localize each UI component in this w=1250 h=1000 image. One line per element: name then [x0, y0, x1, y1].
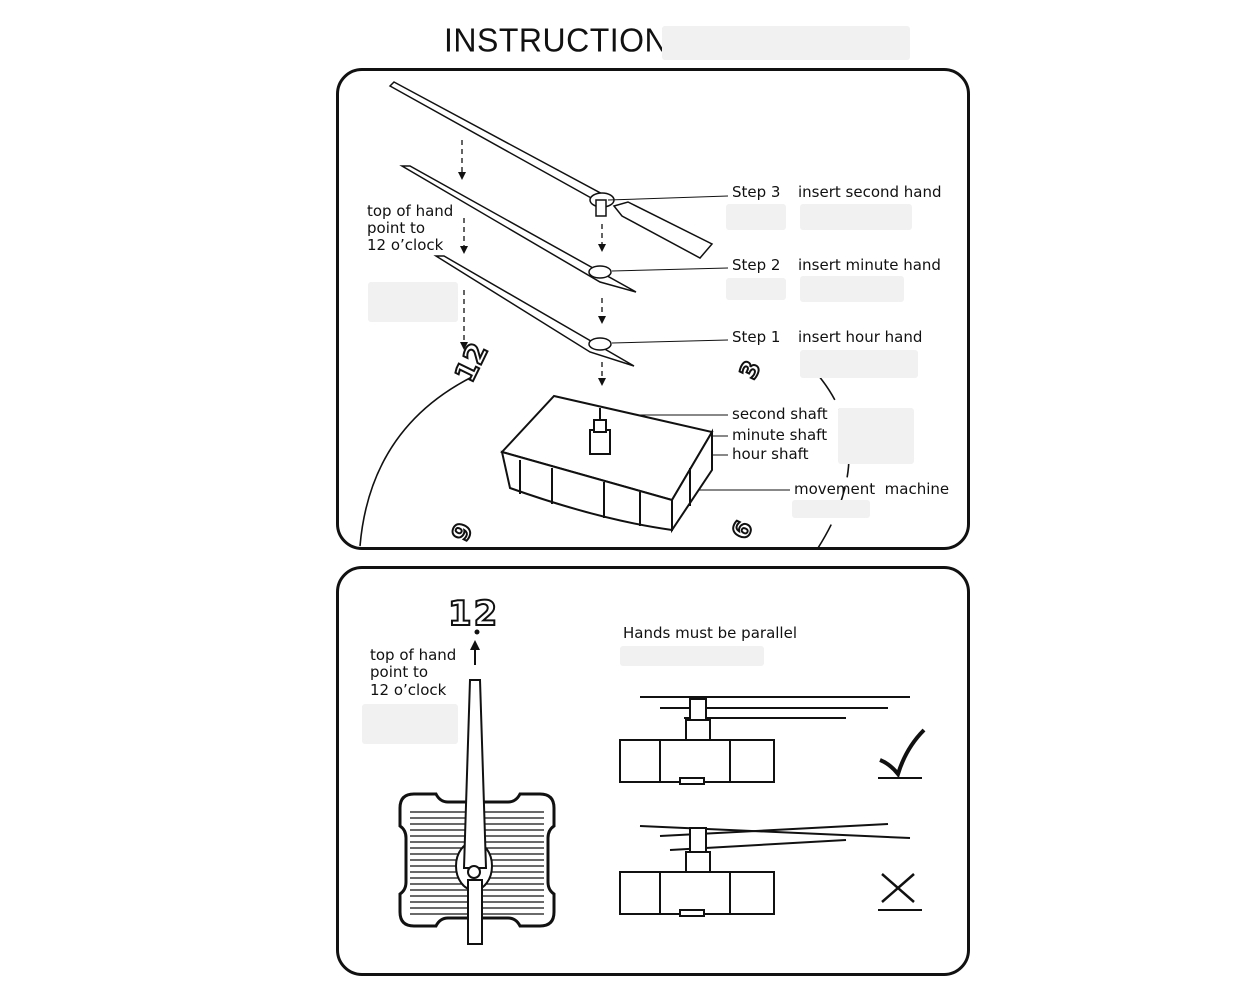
step1-action: insert hour hand: [798, 328, 923, 346]
blurred-text: [838, 408, 914, 464]
arrow-heads: [458, 172, 606, 386]
blurred-text: [800, 204, 912, 230]
x-mark-icon: [878, 873, 922, 911]
step3-label: Step 3: [732, 183, 781, 201]
parallel-label: Hands must be parallel: [623, 624, 797, 642]
hint-line-1: top of hand: [367, 202, 454, 220]
blurred-text: [800, 350, 918, 378]
blurred-text: [726, 204, 786, 230]
step2-action: insert minute hand: [798, 256, 941, 274]
second-shaft-label: second shaft: [732, 405, 828, 423]
twelve-marker: 12: [447, 593, 500, 635]
blurred-text: [792, 500, 870, 518]
step1-label: Step 1: [732, 328, 781, 346]
alignment-panel: [336, 566, 970, 976]
minute-hand: [399, 165, 637, 293]
correct-example: [619, 696, 910, 785]
vertical-hand: [455, 679, 493, 945]
blurred-text: [362, 704, 458, 744]
hint2-line-2: point to: [370, 663, 429, 681]
hint-line-3: 12 o’clock: [367, 236, 444, 254]
clock-dial-outline: [359, 377, 471, 547]
check-mark-icon: [878, 728, 926, 779]
movement-machine-label: movement machine: [794, 480, 950, 498]
up-arrow: [470, 629, 480, 665]
wrong-example: [619, 823, 911, 917]
hint-line-2: point to: [367, 219, 426, 237]
blurred-text: [620, 646, 764, 666]
guide-arrows: [461, 140, 603, 378]
blurred-text: [662, 26, 910, 60]
minute-shaft-label: minute shaft: [732, 426, 828, 444]
blurred-text: [800, 276, 904, 302]
blurred-text: [726, 278, 786, 300]
movement-machine: [500, 394, 714, 534]
hint2-line-3: 12 o’clock: [370, 681, 447, 699]
second-hand: [388, 81, 714, 259]
blurred-text: [368, 282, 458, 322]
hour-shaft-label: hour shaft: [732, 445, 809, 463]
page-title: INSTRUCTION: [444, 21, 669, 59]
hint2-line-1: top of hand: [370, 646, 457, 664]
step3-action: insert second hand: [798, 183, 942, 201]
hour-hand: [433, 255, 635, 367]
step2-label: Step 2: [732, 256, 781, 274]
